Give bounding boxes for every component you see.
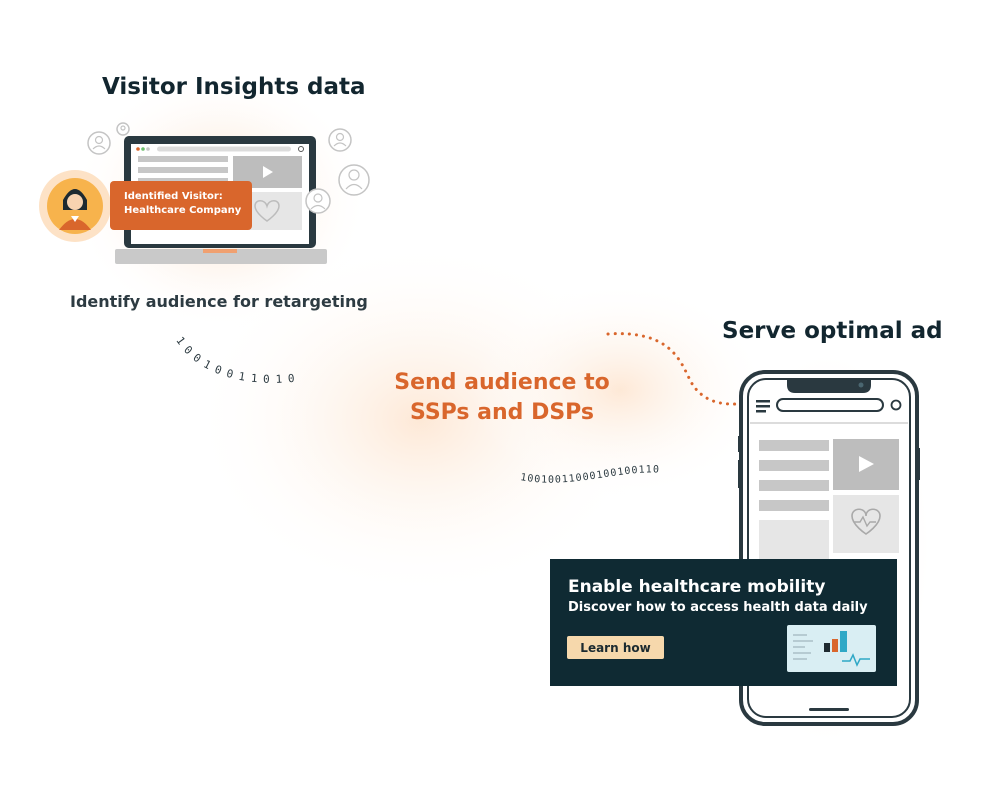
play-icon [263, 166, 273, 178]
refresh-icon [298, 146, 304, 152]
send-audience-line2: SSPs and DSPs [409, 400, 595, 425]
send-audience-text: Send audience to SSPs and DSPs [382, 368, 622, 428]
refresh-icon [890, 399, 902, 411]
binary-text-top: 10010011010 [173, 334, 295, 386]
visitor-card-line2: Healthcare Company [124, 205, 242, 216]
heartbeat-icon [851, 508, 881, 535]
menu-icon [756, 400, 770, 413]
dotted-connector [606, 332, 747, 406]
identified-visitor-card: Identified Visitor: Healthcare Company [110, 181, 252, 230]
ad-banner[interactable]: Enable healthcare mobility Discover how … [550, 559, 897, 686]
svg-text:10010011000100100110: 10010011000100100110 [520, 464, 661, 485]
send-audience-line1: Send audience to [394, 370, 610, 395]
heartbeat-icon [254, 200, 280, 222]
svg-text:10010011010: 10010011010 [173, 334, 301, 386]
binary-text-bottom: 10010011000100100110 [520, 464, 660, 485]
learn-how-button[interactable]: Learn how [567, 636, 664, 659]
serve-ad-title: Serve optimal ad [722, 318, 943, 344]
bar-chart-icon [787, 625, 876, 672]
person-icon [59, 189, 91, 230]
retargeting-caption: Identify audience for retargeting [70, 292, 368, 311]
ad-title: Enable healthcare mobility [568, 577, 826, 597]
visitor-insights-title: Visitor Insights data [102, 74, 366, 100]
play-icon [859, 456, 874, 472]
visitor-card-line1: Identified Visitor: [124, 191, 223, 202]
avatar [39, 170, 111, 242]
ad-subtitle: Discover how to access health data daily [568, 600, 868, 615]
